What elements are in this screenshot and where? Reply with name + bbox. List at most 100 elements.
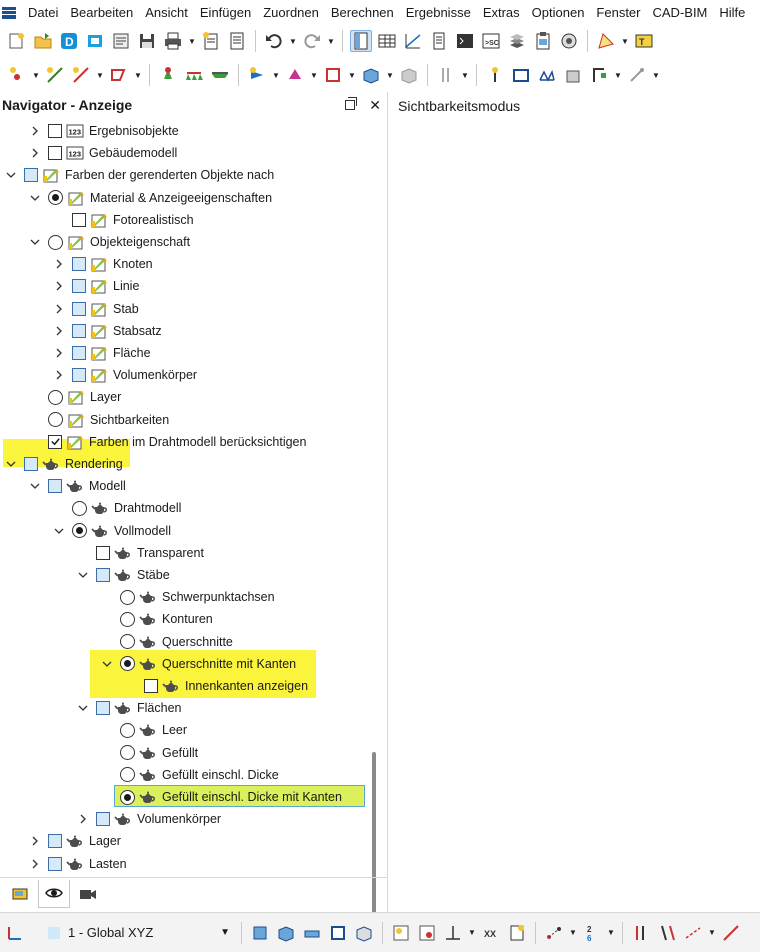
tree-row[interactable]: Material & Anzeigeeigenschaften	[0, 187, 368, 209]
new-model-icon[interactable]	[6, 30, 28, 52]
checkbox[interactable]	[72, 257, 86, 272]
new-member-icon[interactable]	[70, 64, 92, 86]
tree-row[interactable]: Farben im Drahtmodell berücksichtigen	[0, 431, 368, 453]
chevron-right-icon[interactable]	[52, 346, 66, 360]
tree-row[interactable]: Konturen	[0, 608, 368, 630]
checkbox[interactable]	[144, 679, 158, 693]
script-sc-icon[interactable]: >SC	[480, 30, 502, 52]
dimension-dropdown-icon[interactable]: ▼	[621, 36, 629, 46]
chevron-right-icon[interactable]	[52, 257, 66, 271]
tree-row[interactable]: Stäbe	[0, 564, 368, 586]
chevron-down-icon[interactable]	[76, 701, 90, 715]
chevron-right-icon[interactable]	[28, 857, 42, 871]
tree-row[interactable]: Layer	[0, 386, 368, 408]
tree-row[interactable]: Volumenkörper	[0, 808, 368, 830]
eye-icon[interactable]	[38, 879, 70, 908]
tree-row[interactable]: Gefüllt	[0, 742, 368, 764]
new-line-icon[interactable]	[44, 64, 66, 86]
menu-item-berechnen[interactable]: Berechnen	[330, 5, 394, 20]
tree-row[interactable]: Rendering	[0, 453, 368, 475]
chevron-right-icon[interactable]	[76, 812, 90, 826]
text-label-icon[interactable]: T	[633, 30, 655, 52]
node-dropdown-icon[interactable]: ▼	[32, 70, 40, 80]
box-icon[interactable]	[398, 64, 420, 86]
chevron-down-icon[interactable]	[28, 235, 42, 249]
radio-button[interactable]	[120, 789, 135, 805]
crane-icon[interactable]	[588, 64, 610, 86]
radio-button[interactable]	[72, 523, 87, 539]
checkbox[interactable]	[96, 701, 110, 716]
navigator-scrollbar[interactable]	[372, 752, 376, 930]
radio-button[interactable]	[120, 656, 135, 672]
checkbox[interactable]	[24, 457, 38, 471]
view-z-icon[interactable]	[301, 922, 323, 944]
member-load-icon[interactable]	[284, 64, 306, 86]
node-numbering-dropdown-icon[interactable]: ▼	[569, 928, 577, 937]
clipboard-icon[interactable]	[532, 30, 554, 52]
tree-row[interactable]: Gefüllt einschl. Dicke mit Kanten	[0, 786, 368, 808]
checkbox[interactable]	[72, 301, 86, 316]
angle-icon[interactable]	[720, 922, 742, 944]
radio-button[interactable]	[120, 745, 135, 761]
menu-item-hilfe[interactable]: Hilfe	[719, 5, 746, 20]
chevron-down-icon[interactable]	[4, 168, 18, 182]
chevron-right-icon[interactable]	[52, 324, 66, 338]
radio-button[interactable]	[72, 500, 87, 516]
result-section-icon[interactable]	[484, 64, 506, 86]
radio-button[interactable]	[120, 589, 135, 605]
radio-button[interactable]	[48, 412, 63, 428]
view-y-icon[interactable]	[275, 922, 297, 944]
menu-item-einf-gen[interactable]: Einfügen	[199, 5, 252, 20]
checkbox[interactable]	[72, 279, 86, 294]
chevron-down-icon[interactable]	[28, 479, 42, 493]
member-axes-icon[interactable]	[630, 922, 652, 944]
crane-dropdown-icon[interactable]: ▼	[614, 70, 622, 80]
open-folder-icon[interactable]	[32, 30, 54, 52]
nodal-load-dropdown-icon[interactable]: ▼	[272, 70, 280, 80]
checkbox[interactable]	[24, 168, 38, 183]
checkbox[interactable]	[48, 479, 62, 494]
checkbox[interactable]	[48, 856, 62, 871]
tree-row[interactable]: Sichtbarkeiten	[0, 409, 368, 431]
new-support-icon[interactable]	[157, 64, 179, 86]
result-diagram-icon[interactable]	[402, 30, 424, 52]
tree-row[interactable]: Leer	[0, 719, 368, 741]
chevron-down-icon[interactable]	[4, 457, 18, 471]
chevron-right-icon[interactable]	[52, 302, 66, 316]
dlubal-d-icon[interactable]: D	[58, 30, 80, 52]
data-tab-icon[interactable]	[4, 880, 36, 908]
chevron-down-icon[interactable]	[76, 568, 90, 582]
surface-load-dropdown-icon[interactable]: ▼	[348, 70, 356, 80]
numbering-dropdown-icon[interactable]: ▼	[607, 928, 615, 937]
tree-row[interactable]: Innenkanten anzeigen	[0, 675, 368, 697]
member-direction-icon[interactable]	[656, 922, 678, 944]
close-icon[interactable]: ✕	[369, 97, 381, 113]
webservice-icon[interactable]	[558, 30, 580, 52]
note-icon[interactable]	[506, 922, 528, 944]
grid-snap-icon[interactable]	[390, 922, 412, 944]
radio-button[interactable]	[120, 634, 135, 650]
tree-row[interactable]: Farben der gerenderten Objekte nach	[0, 164, 368, 186]
new-polyline-icon[interactable]	[108, 64, 130, 86]
checkbox[interactable]	[72, 212, 86, 227]
print-icon[interactable]	[162, 30, 184, 52]
xx-icon[interactable]: XX	[480, 922, 502, 944]
tree-row[interactable]: Modell	[0, 475, 368, 497]
camera-icon[interactable]	[72, 880, 104, 908]
document-icon[interactable]	[428, 30, 450, 52]
tree-row[interactable]: Transparent	[0, 542, 368, 564]
menu-item-ergebnisse[interactable]: Ergebnisse	[405, 5, 471, 20]
dlubal-cloud-icon[interactable]	[84, 30, 106, 52]
line-support-icon[interactable]	[183, 64, 205, 86]
chevron-right-icon[interactable]	[28, 124, 42, 138]
tree-row[interactable]: Querschnitte	[0, 631, 368, 653]
dimension-xyz-icon[interactable]	[442, 922, 464, 944]
member-dropdown-icon[interactable]: ▼	[96, 70, 104, 80]
radio-button[interactable]	[120, 722, 135, 738]
dimension-icon[interactable]	[595, 30, 617, 52]
chevron-right-icon[interactable]	[52, 368, 66, 382]
float-panel-icon[interactable]	[345, 97, 358, 110]
